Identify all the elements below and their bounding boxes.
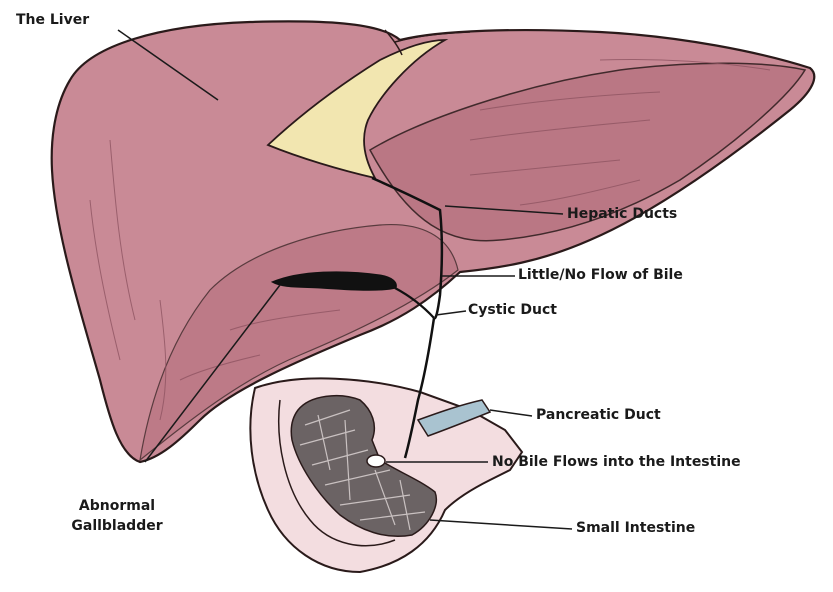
label-gallbladder-line2: Gallbladder [71, 518, 162, 535]
label-the-liver: The Liver [16, 12, 89, 29]
label-hepatic-ducts: Hepatic Ducts [567, 206, 677, 223]
label-small-intestine: Small Intestine [576, 520, 695, 537]
label-no-bile-flow: No Bile Flows into the Intestine [492, 454, 741, 471]
label-pancreatic-duct: Pancreatic Duct [536, 407, 661, 424]
label-cystic-duct: Cystic Duct [468, 302, 557, 319]
duct-opening [367, 455, 385, 467]
leader-pancreatic [490, 410, 532, 416]
label-gallbladder-line1: Abnormal [79, 498, 155, 515]
label-little-no-flow: Little/No Flow of Bile [518, 267, 683, 284]
leader-cystic [436, 311, 466, 315]
leader-small-intestine [430, 520, 572, 529]
